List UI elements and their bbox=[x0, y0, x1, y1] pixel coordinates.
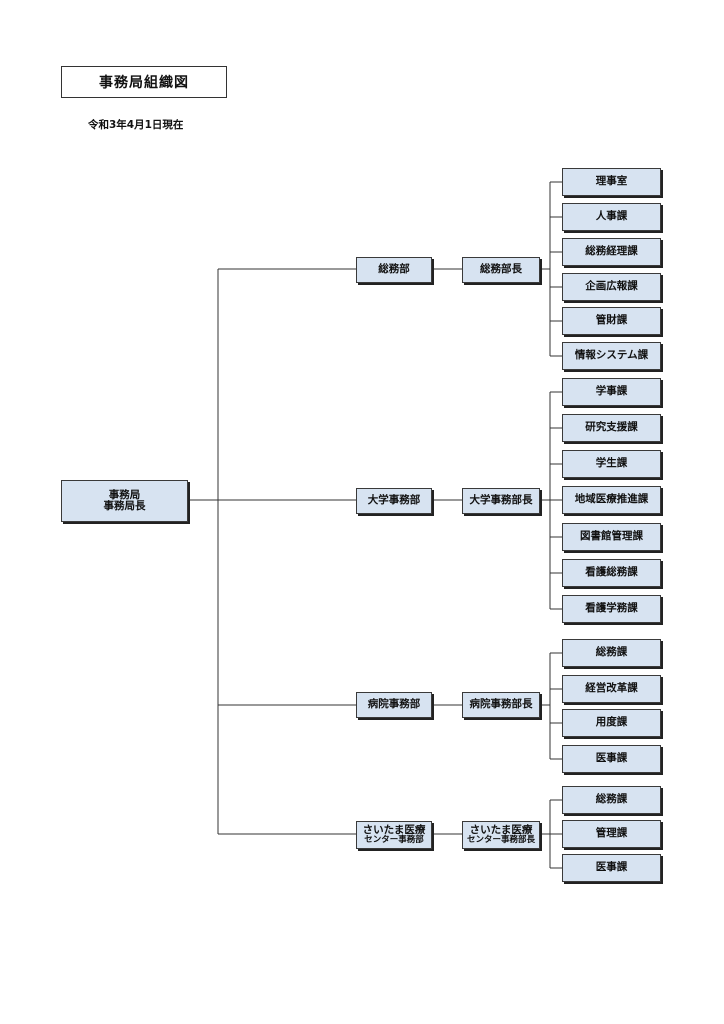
section-node: 理事室 bbox=[562, 168, 661, 196]
as-of-date: 令和3年4月1日現在 bbox=[88, 119, 184, 131]
department-label: さいたま医療 bbox=[362, 824, 426, 837]
department-head-node: 大学事務部長 bbox=[462, 488, 540, 514]
section-node: 研究支援課 bbox=[562, 414, 661, 442]
department-node: 大学事務部 bbox=[356, 488, 432, 514]
department-node: 総務部 bbox=[356, 257, 432, 283]
section-node: 看護総務課 bbox=[562, 559, 661, 587]
root-head-label: 事務局長 bbox=[103, 500, 146, 512]
department-head-label: さいたま医療 bbox=[469, 824, 533, 837]
department-label: センター事務部 bbox=[364, 835, 424, 846]
department-node: さいたま医療 センター事務部 bbox=[356, 821, 432, 849]
section-node: 総務課 bbox=[562, 639, 661, 667]
section-node: 図書館管理課 bbox=[562, 523, 661, 551]
root-label: 事務局 bbox=[108, 488, 141, 501]
chart-title: 事務局組織図 bbox=[61, 66, 227, 98]
section-node: 医事課 bbox=[562, 854, 661, 882]
department-node: 病院事務部 bbox=[356, 692, 432, 718]
section-node: 学生課 bbox=[562, 450, 661, 478]
section-node: 用度課 bbox=[562, 709, 661, 737]
department-head-node: 総務部長 bbox=[462, 257, 540, 283]
section-node: 地域医療推進課 bbox=[562, 486, 661, 514]
department-head-node: 病院事務部長 bbox=[462, 692, 540, 718]
section-node: 総務課 bbox=[562, 786, 661, 814]
department-head-node: さいたま医療 センター事務部長 bbox=[462, 821, 540, 849]
department-head-label: センター事務部長 bbox=[466, 835, 535, 846]
section-node: 医事課 bbox=[562, 745, 661, 773]
section-node: 企画広報課 bbox=[562, 273, 661, 301]
section-node: 総務経理課 bbox=[562, 238, 661, 266]
section-node: 看護学務課 bbox=[562, 595, 661, 623]
root-node: 事務局 事務局長 bbox=[61, 480, 188, 522]
section-node: 人事課 bbox=[562, 203, 661, 231]
section-node: 管財課 bbox=[562, 307, 661, 335]
section-node: 情報システム課 bbox=[562, 342, 661, 370]
section-node: 経営改革課 bbox=[562, 675, 661, 703]
section-node: 学事課 bbox=[562, 378, 661, 406]
section-node: 管理課 bbox=[562, 820, 661, 848]
